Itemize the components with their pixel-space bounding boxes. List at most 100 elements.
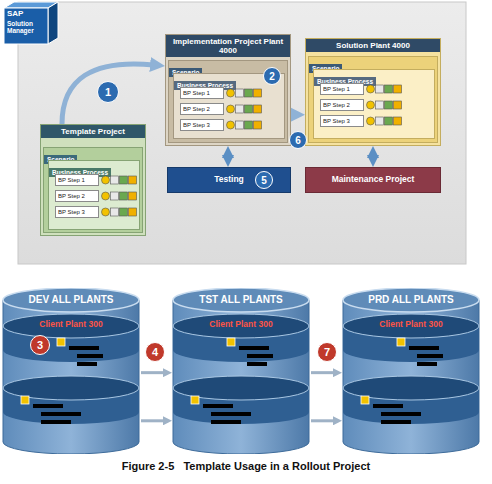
status-icon (394, 101, 402, 109)
callout-number: 7 (317, 342, 337, 362)
container-box: Business ProcessBP Step 1BP Step 2BP Ste… (313, 69, 435, 139)
container-box: Template ProjectScenarioBusiness Process… (40, 124, 146, 236)
status-icon (236, 89, 244, 97)
tree-icon (57, 338, 65, 346)
status-icon (227, 121, 235, 129)
process-step: BP Step 3 (180, 119, 224, 131)
callout-number: 2 (263, 67, 281, 85)
callout-number: 1 (97, 81, 119, 103)
logo-text: Solution Manager (7, 20, 47, 34)
box-text: BP Step 3 (56, 209, 87, 216)
step-icons (366, 84, 404, 94)
box-text: BP Step 2 (321, 102, 352, 109)
cylinder-title: TST ALL PLANTS (172, 294, 310, 306)
box-text: Maintenance Project (328, 173, 419, 187)
box-heading: Template Project (41, 125, 145, 138)
status-icon (227, 89, 235, 97)
logo-text: SAP (7, 10, 23, 19)
cylinder-top (3, 288, 139, 312)
project-box: Maintenance Project (305, 167, 441, 193)
callout-number: 4 (145, 342, 165, 362)
tree-icon (409, 346, 439, 350)
status-icon (385, 85, 393, 93)
callout-number: 6 (289, 131, 307, 149)
tree-icon (69, 346, 99, 350)
cylinder-shape (342, 288, 480, 454)
cylinder-title: PRD ALL PLANTS (342, 294, 480, 306)
step-icons (101, 191, 139, 201)
process-step: BP Step 1 (180, 87, 224, 99)
box-text: BP Step 1 (56, 177, 87, 184)
box-text: BP Step 1 (181, 90, 212, 97)
status-icon (394, 117, 402, 125)
tree-icon (21, 396, 29, 404)
database-cylinder: PRD ALL PLANTS Client Plant 300 (342, 288, 480, 454)
flow-arrow (226, 155, 230, 158)
status-icon (102, 176, 110, 184)
status-icon (102, 192, 110, 200)
status-icon (111, 208, 119, 216)
status-icon (111, 176, 119, 184)
status-icon (129, 208, 137, 216)
tree-icon (417, 354, 443, 358)
tree-icon (247, 354, 273, 358)
tree-icon (373, 404, 403, 408)
container-box: ScenarioBusiness ProcessBP Step 1BP Step… (308, 56, 438, 143)
process-step: BP Step 2 (320, 99, 364, 111)
cylinder-shape (172, 288, 310, 454)
status-icon (376, 117, 384, 125)
tree-icon (381, 420, 411, 424)
cylinder-body (3, 300, 139, 454)
status-icon (236, 105, 244, 113)
box-heading: Implementation Project Plant 4000 (166, 35, 290, 57)
status-icon (385, 117, 393, 125)
step-icons (366, 116, 404, 126)
status-icon (367, 101, 375, 109)
client-label: Client Plant 300 (342, 319, 480, 329)
tree-icon (77, 354, 103, 358)
status-icon (245, 121, 253, 129)
step-icons (226, 88, 264, 98)
status-icon (245, 89, 253, 97)
process-step: BP Step 2 (180, 103, 224, 115)
flow-arrow (141, 419, 165, 422)
tree-icon (239, 346, 269, 350)
tree-icon (361, 396, 369, 404)
tree-icon (211, 412, 251, 416)
tree-icon (227, 338, 235, 346)
status-icon (385, 101, 393, 109)
step-icons (226, 104, 264, 114)
cylinder-title: DEV ALL PLANTS (2, 294, 140, 306)
status-icon (245, 105, 253, 113)
container-box: Solution Plant 4000ScenarioBusiness Proc… (305, 38, 441, 146)
cylinder-body (343, 300, 479, 454)
box-heading: Solution Plant 4000 (306, 39, 440, 52)
status-icon (120, 208, 128, 216)
database-cylinder: DEV ALL PLANTS Client Plant 300 (2, 288, 140, 454)
status-icon (120, 176, 128, 184)
status-icon (111, 192, 119, 200)
tree-icon (33, 404, 63, 408)
box-text: BP Step 1 (321, 86, 352, 93)
tree-icon (397, 338, 405, 346)
tree-icon (381, 412, 421, 416)
tree-icon (191, 396, 199, 404)
status-icon (254, 89, 262, 97)
tree-icon (41, 420, 71, 424)
client-label: Client Plant 300 (2, 319, 140, 329)
status-icon (129, 192, 137, 200)
tree-icon (247, 362, 267, 366)
step-icons (366, 100, 404, 110)
process-step: BP Step 3 (320, 115, 364, 127)
status-icon (367, 117, 375, 125)
step-icons (226, 120, 264, 130)
box-text: BP Step 3 (181, 122, 212, 129)
status-icon (227, 105, 235, 113)
flow-arrow (62, 64, 154, 124)
process-step: BP Step 1 (55, 174, 99, 186)
cylinder-layer-top (3, 314, 139, 338)
status-icon (394, 85, 402, 93)
status-icon (254, 121, 262, 129)
step-icons (101, 207, 139, 217)
